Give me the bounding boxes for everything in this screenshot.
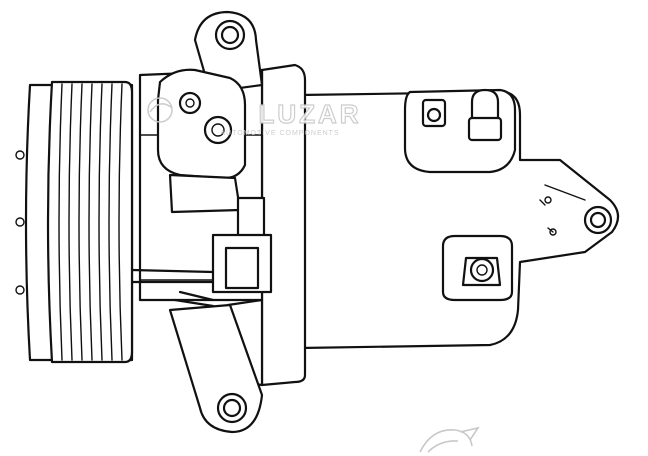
valve-assembly <box>156 68 247 214</box>
pulley <box>15 80 134 364</box>
bottom-mounting-ear <box>168 303 264 434</box>
corner-logo-watermark <box>419 426 480 453</box>
lower-port-fitting <box>461 256 502 287</box>
upper-port-fittings <box>421 88 503 142</box>
luzar-watermark: LUZAR AUTOMOTIVE COMPONENTS <box>147 97 361 137</box>
watermark-tagline: AUTOMOTIVE COMPONENTS <box>220 130 339 137</box>
watermark-brand: LUZAR <box>258 99 361 129</box>
electrical-connector <box>130 196 273 308</box>
top-mounting-ear <box>193 10 264 94</box>
